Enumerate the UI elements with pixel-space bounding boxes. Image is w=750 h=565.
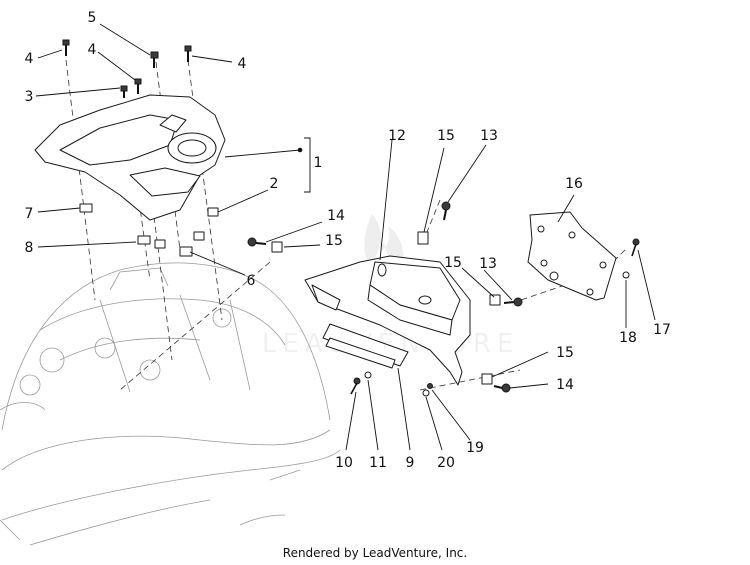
washer-icon	[422, 389, 430, 397]
clip-icon	[79, 203, 93, 213]
screw-icon	[350, 377, 361, 395]
bolt-icon	[493, 383, 511, 393]
callout-label: 15	[444, 255, 462, 271]
bolt-icon	[503, 297, 523, 307]
callout-label: 4	[88, 42, 97, 58]
part-license-holder	[304, 255, 471, 386]
callout-label: 16	[565, 176, 583, 192]
nut-icon	[427, 383, 433, 389]
callout-label: 15	[325, 233, 343, 249]
clip-icon	[137, 235, 151, 245]
callout-label: 3	[25, 89, 34, 105]
callout-label: 8	[25, 240, 34, 256]
callout-label: 6	[247, 273, 256, 289]
callout-label: 14	[556, 377, 574, 393]
callout-label: 13	[480, 128, 498, 144]
callout-label: 17	[653, 322, 671, 338]
clip-icon	[154, 239, 166, 249]
part-screws-top	[62, 39, 192, 98]
part-clips	[79, 203, 501, 385]
screw-icon	[134, 78, 142, 94]
callout-label: 15	[437, 128, 455, 144]
screw-icon	[631, 238, 640, 257]
footer-credit: Rendered by LeadVenture, Inc.	[282, 546, 468, 560]
callout-label: 18	[619, 330, 637, 346]
callout-label: 5	[88, 10, 97, 26]
callout-label: 15	[556, 345, 574, 361]
screw-icon	[120, 85, 128, 98]
callout-label: 13	[479, 256, 497, 272]
callout-label: 4	[238, 56, 247, 72]
clip-icon	[179, 246, 193, 257]
vehicle-rear-body	[0, 262, 341, 546]
part-reflector	[322, 323, 409, 369]
callout-label: 14	[327, 208, 345, 224]
callout-label: 2	[270, 176, 279, 192]
clip-icon	[481, 373, 493, 385]
part-plate-bracket	[527, 211, 617, 301]
clip-icon	[417, 231, 429, 245]
callout-label: 10	[335, 455, 353, 471]
callout-label: 20	[437, 455, 455, 471]
callout-label: 12	[388, 128, 406, 144]
bolt-icon	[247, 237, 267, 247]
callout-label: 7	[25, 206, 34, 222]
washer-icon	[364, 371, 372, 379]
screw-icon	[184, 45, 192, 62]
callout-label: 11	[369, 455, 387, 471]
washer-icon	[622, 271, 630, 279]
callout-label: 1	[314, 155, 323, 171]
callout-label: 19	[466, 440, 484, 456]
clip-icon	[489, 294, 501, 306]
part-rear-cover	[34, 94, 226, 221]
callout-label: 4	[25, 51, 34, 67]
callout-label: 9	[406, 455, 415, 471]
leader-lines	[35, 23, 656, 451]
screw-icon	[150, 51, 159, 68]
screw-icon	[62, 39, 70, 56]
callout-labels: 1 2 3 4 4 4 5 6 7 8 9 10 11 12 13 13 14 …	[25, 10, 671, 471]
part-hardware-right	[247, 201, 640, 397]
clip-icon	[271, 241, 283, 253]
clip-icon	[193, 231, 205, 241]
bolt-icon	[441, 201, 451, 221]
clip-icon	[207, 207, 219, 217]
